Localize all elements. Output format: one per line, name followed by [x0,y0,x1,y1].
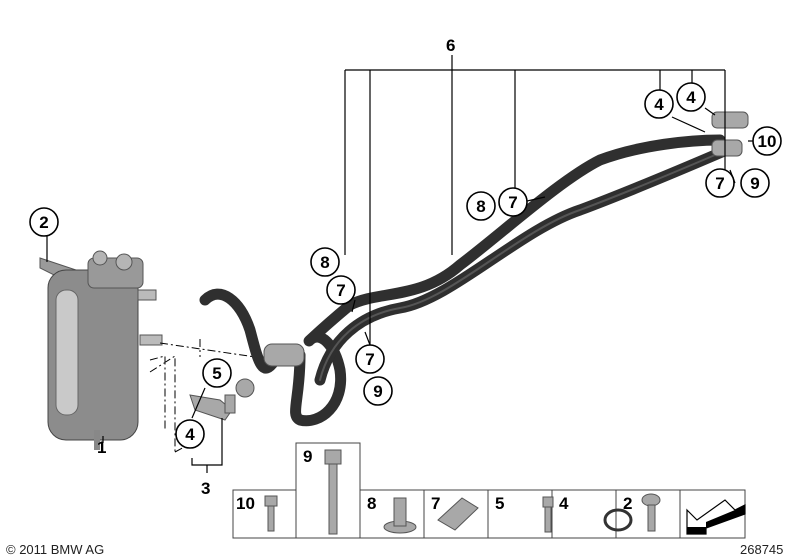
screw-5-icon [542,496,554,533]
callout-7: 4 [644,89,674,119]
callout-3: 8 [310,247,340,277]
strip-label-10: 10 [236,494,255,513]
callout-1: 5 [202,358,232,388]
strip-label-4: 4 [559,494,569,513]
nut-8-icon [383,497,417,534]
callout-number: 7 [365,350,374,369]
bolt-9-icon [324,449,342,535]
clip-7-icon [437,497,479,531]
callout-number: 2 [39,213,48,232]
callout-circle [310,247,340,277]
bracket-3 [191,418,223,473]
callout-number: 4 [185,425,195,444]
callout-number: 9 [373,382,382,401]
callout-6: 9 [363,376,393,406]
callout-number: 8 [320,253,329,272]
callout-number: 10 [758,132,777,151]
callout-number: 5 [212,364,221,383]
parts-strip: 10 9 8 7 5 4 2 [232,442,746,539]
callout-circle [740,168,770,198]
callout-number: 7 [336,281,345,300]
callout-number: 7 [508,193,517,212]
callout-2: 4 [175,419,205,449]
strip-label-8: 8 [367,494,376,513]
callout-circle [752,126,782,156]
leader-line [191,387,206,419]
strip-label-7: 7 [431,494,440,513]
callout-circle [466,191,496,221]
assembly-line [149,339,263,453]
label-part-1: 1 [97,438,106,457]
callout-circle [705,168,735,198]
callout-5: 7 [355,344,385,374]
callout-circle [202,358,232,388]
label-part-3: 3 [201,479,210,498]
callout-number: 7 [715,174,724,193]
callout-circle [355,344,385,374]
strip-label-5: 5 [495,494,504,513]
callout-circle [326,275,356,305]
callout-number: 4 [654,95,664,114]
callout-8: 4 [676,82,706,112]
diagram-number: 268745 [740,542,783,557]
screw-2-icon [641,493,661,532]
strip-label-9: 9 [303,447,312,466]
callout-circle [644,89,674,119]
bolt-10-icon [264,495,278,532]
callout-circle [175,419,205,449]
bracket-6 [344,55,726,345]
label-part-6: 6 [446,36,455,55]
connector-part [189,378,255,421]
callout-0: 2 [29,207,59,237]
callout-13: 7 [498,187,528,217]
callout-number: 9 [750,174,759,193]
callout-circle [29,207,59,237]
o-ring-4-icon [603,508,633,532]
callout-4: 7 [326,275,356,305]
callout-9: 10 [752,126,782,156]
callout-circle [363,376,393,406]
hose-lines [199,111,749,427]
callout-12: 8 [466,191,496,221]
callout-number: 4 [686,88,696,107]
callout-10: 7 [705,168,735,198]
copyright-text: © 2011 BMW AG [6,542,104,557]
strip-label-2: 2 [623,494,632,513]
callout-number: 8 [476,197,485,216]
callout-circle [498,187,528,217]
callout-11: 9 [740,168,770,198]
oil-cooler-part [39,250,163,450]
arrow-shadow [687,505,745,534]
callout-circle [676,82,706,112]
